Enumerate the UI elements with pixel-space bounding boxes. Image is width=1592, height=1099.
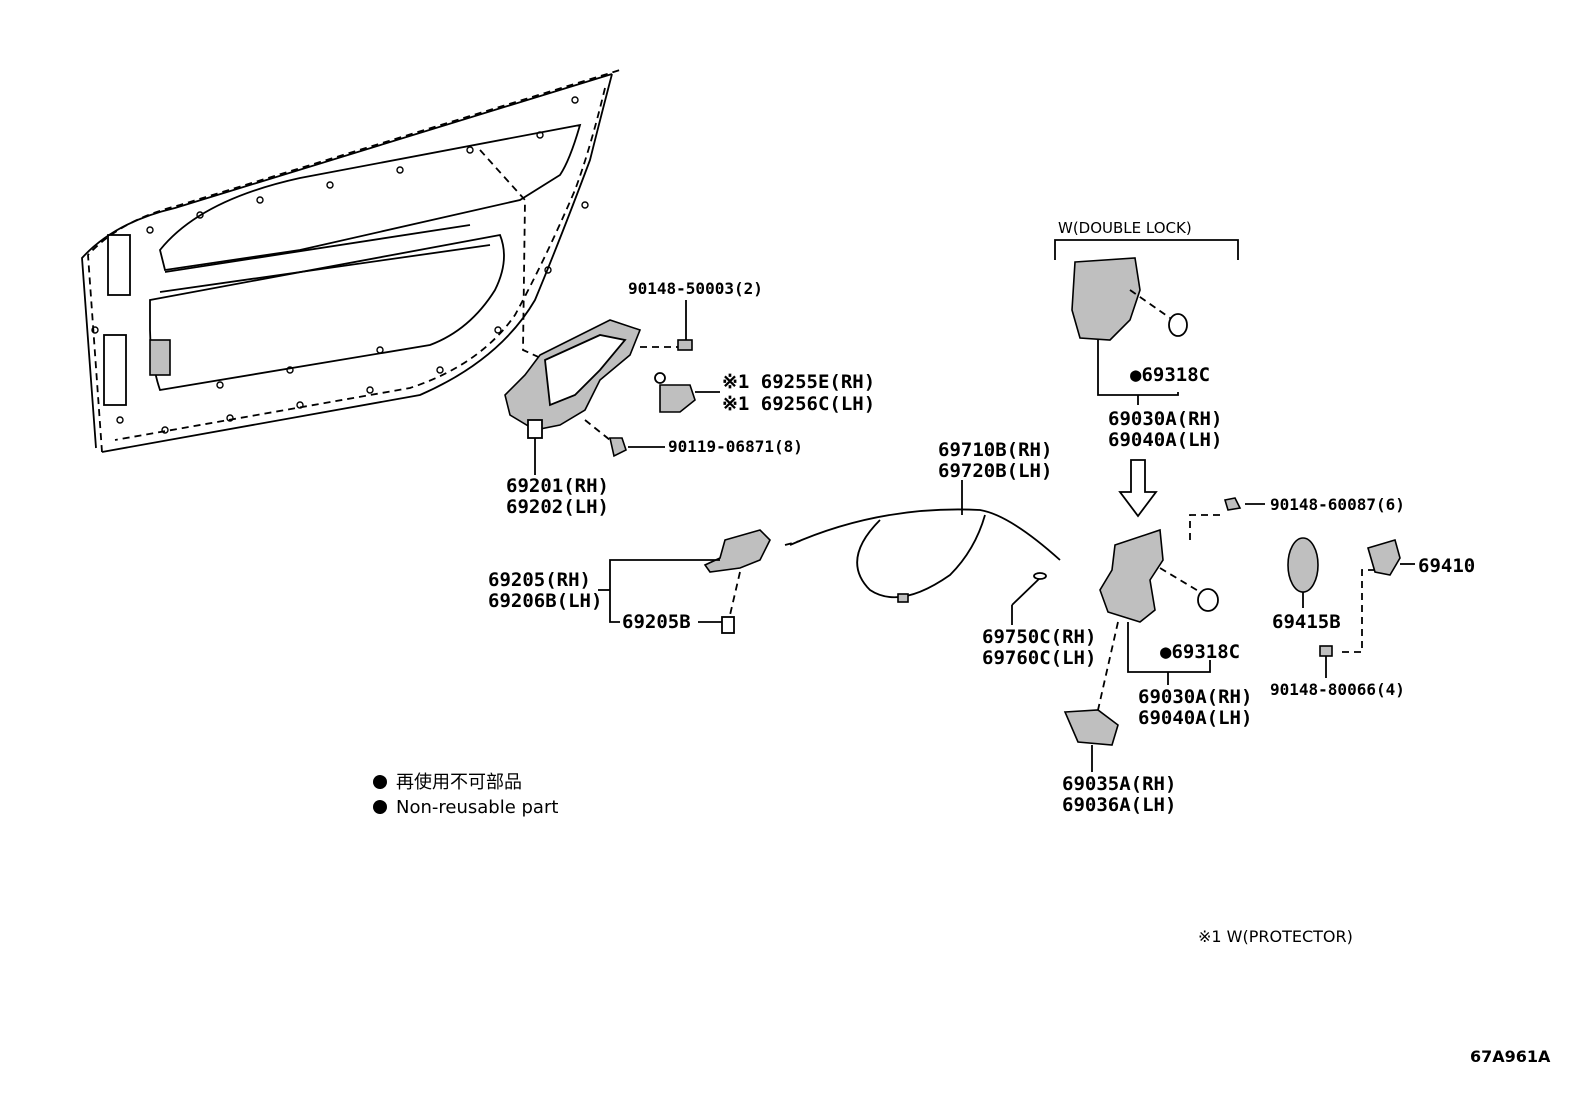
double-lock-title: W(DOUBLE LOCK) — [1058, 219, 1192, 237]
legend-jp: 再使用不可部品 — [396, 772, 522, 793]
striker-69410 — [1319, 539, 1415, 678]
label-69318c-main: ●69318C — [1160, 641, 1240, 663]
double-lock-group — [1054, 239, 1239, 518]
part-labels: 90148-50003(2) ※1 69255E(RH) ※1 69256C(L… — [488, 219, 1475, 816]
legend: 再使用不可部品 Non-reusable part — [373, 772, 558, 818]
label-69202: 69202(LH) — [506, 496, 609, 518]
label-69206b: 69206B(LH) — [488, 590, 602, 612]
label-69760c: 69760C(LH) — [982, 647, 1096, 669]
rod — [1011, 572, 1047, 625]
lock-cover — [1063, 709, 1119, 772]
label-69750c: 69750C(RH) — [982, 626, 1096, 648]
footnote: ※1 W(PROTECTOR) — [1198, 927, 1353, 946]
legend-en: Non-reusable part — [396, 797, 558, 818]
cover-69415b — [1287, 537, 1319, 608]
screw-06871 — [584, 419, 665, 458]
bolt-50003 — [640, 300, 693, 351]
label-69720b: 69720B(LH) — [938, 460, 1052, 482]
inner-handle — [598, 529, 771, 634]
diagram-code: 67A961A — [1470, 1047, 1551, 1066]
label-69201: 69201(RH) — [506, 475, 609, 497]
label-69030a-main: 69030A(RH) — [1138, 686, 1252, 708]
protector — [654, 372, 720, 413]
door-lock-assembly — [1097, 497, 1265, 711]
label-90148-60087: 90148-60087(6) — [1270, 495, 1405, 514]
bullet-icon — [373, 800, 387, 814]
label-69040a-main: 69040A(LH) — [1138, 707, 1252, 729]
label-69410: 69410 — [1418, 555, 1475, 577]
label-69415b: 69415B — [1272, 611, 1341, 633]
label-69255e: ※1 69255E(RH) — [722, 371, 875, 393]
label-69205b: 69205B — [622, 611, 691, 633]
label-90119-06871: 90119-06871(8) — [668, 437, 803, 456]
label-69040a-top: 69040A(LH) — [1108, 429, 1222, 451]
label-90148-50003: 90148-50003(2) — [628, 279, 763, 298]
label-69036a: 69036A(LH) — [1062, 794, 1176, 816]
cable — [784, 480, 1061, 603]
door-panel — [81, 69, 621, 453]
label-69035a: 69035A(RH) — [1062, 773, 1176, 795]
outer-handle-assembly — [504, 319, 642, 475]
label-69030a-top: 69030A(RH) — [1108, 408, 1222, 430]
label-69318c-top: ●69318C — [1130, 364, 1210, 386]
label-69256c: ※1 69256C(LH) — [722, 393, 875, 415]
label-69710b: 69710B(RH) — [938, 439, 1052, 461]
bullet-icon — [373, 775, 387, 789]
label-69205: 69205(RH) — [488, 569, 591, 591]
label-90148-80066: 90148-80066(4) — [1270, 680, 1405, 699]
